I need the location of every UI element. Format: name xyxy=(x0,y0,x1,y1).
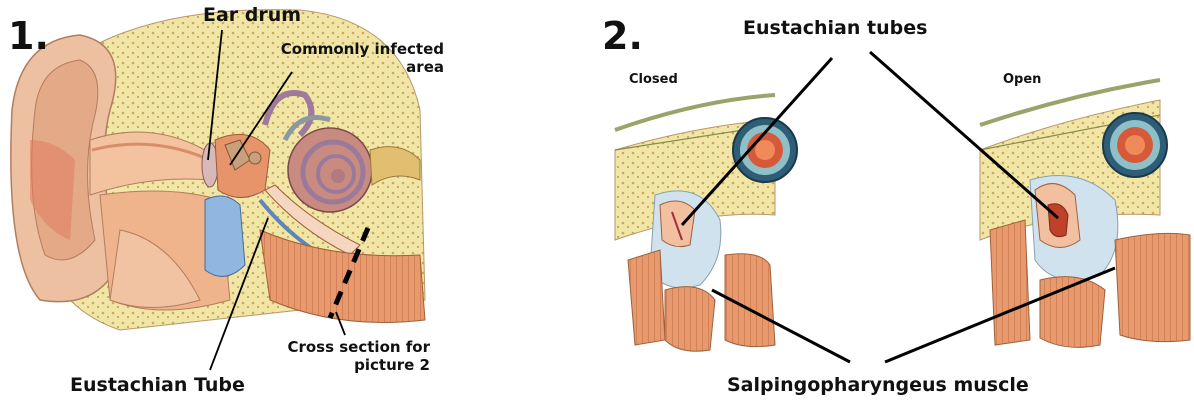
open-tube-illustration xyxy=(980,80,1190,347)
open-label: Open xyxy=(1003,72,1041,87)
panel-1-number: 1. xyxy=(8,14,49,58)
muscle-label: Salpingopharyngeus muscle xyxy=(727,374,1029,396)
eustachian-tube-label: Eustachian Tube xyxy=(70,374,245,396)
cross-section-label: Cross section for picture 2 xyxy=(250,338,430,374)
cross-section-line-2: picture 2 xyxy=(250,356,430,374)
closed-label: Closed xyxy=(629,72,678,87)
commonly-infected-line-2: area xyxy=(244,58,444,76)
cross-section-line-1: Cross section for xyxy=(250,338,430,356)
closed-tube-illustration xyxy=(615,95,797,351)
commonly-infected-line-1: Commonly infected xyxy=(244,40,444,58)
ear-drum-label: Ear drum xyxy=(203,4,301,26)
commonly-infected-label: Commonly infected area xyxy=(244,40,444,76)
panel-2-number: 2. xyxy=(602,14,643,58)
eustachian-tubes-label: Eustachian tubes xyxy=(743,17,927,39)
